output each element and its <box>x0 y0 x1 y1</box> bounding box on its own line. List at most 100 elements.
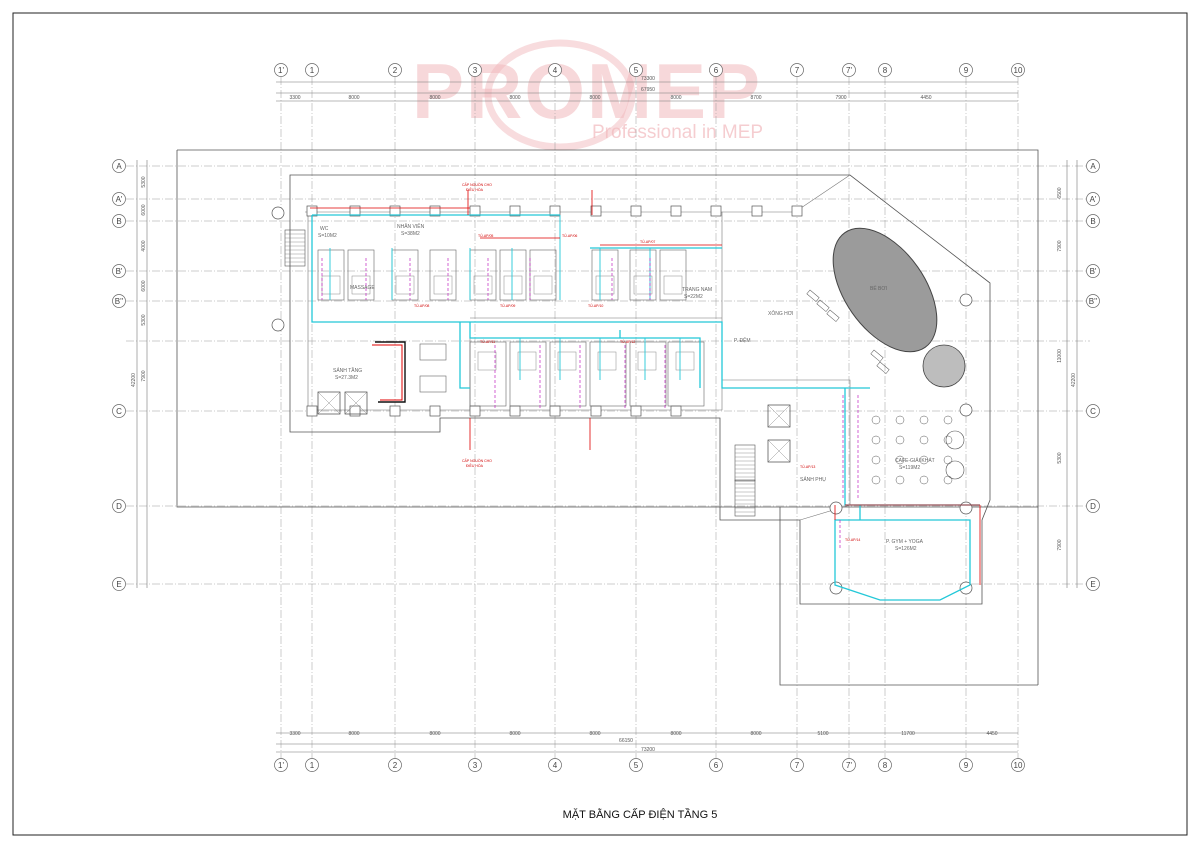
dim-bottom-span: 4450 <box>986 731 997 737</box>
room-labels: NHÂN VIÊN S=38M2 WC S=10M2 SẢNH TẦNG S=2… <box>318 222 935 552</box>
room-area-nhan-vien: S=38M2 <box>401 231 420 237</box>
dim-left-total: 42200 <box>131 373 137 387</box>
grid-bubble-col <box>274 758 288 772</box>
dim-left-span: 6000 <box>141 280 147 291</box>
dim-bottom-span: 8000 <box>670 731 681 737</box>
column <box>630 205 642 217</box>
dim-right-span: 7900 <box>1057 240 1063 251</box>
grid-label-col: 5 <box>634 66 639 75</box>
corridor-line <box>469 317 722 410</box>
grid-bubble-col <box>305 758 319 772</box>
massage-room <box>629 249 657 301</box>
grid-bubble-row <box>1086 159 1100 173</box>
cafe-table <box>943 475 953 485</box>
grid-label-col: 4 <box>553 66 558 75</box>
grid-bubble-col <box>468 63 482 77</box>
column <box>670 205 682 217</box>
cafe-table <box>871 455 881 465</box>
grid-bubble-row <box>112 214 126 228</box>
sheet-border <box>12 12 1188 836</box>
room-label-wc: WC <box>320 226 329 232</box>
note-tap-10: TỦ-AP/14 <box>845 537 860 542</box>
massage-room <box>667 341 705 407</box>
dim-left-span: 5300 <box>141 314 147 325</box>
note-tap-4: TỦ-AP/08 <box>414 303 429 308</box>
grid-bubble-row <box>1086 499 1100 513</box>
elevator <box>344 391 368 415</box>
massage-room <box>469 341 507 407</box>
cafe-table <box>943 455 953 465</box>
dim-bottom-span: 3300 <box>289 731 300 737</box>
dim-bottom-span: 8000 <box>509 731 520 737</box>
column <box>590 205 602 217</box>
grid-label-col: 1' <box>278 761 284 770</box>
pool-water <box>832 227 938 353</box>
room-layer <box>271 205 973 595</box>
note-tap-5: TỦ-AP/09 <box>500 303 515 308</box>
grid-label-col: 1' <box>278 66 284 75</box>
massage-bed <box>433 275 453 295</box>
column <box>349 205 361 217</box>
round-column <box>271 318 285 332</box>
massage-bed <box>517 351 537 371</box>
grid-bubble-col <box>1011 758 1025 772</box>
stair <box>284 229 306 267</box>
note-tap-6: TỦ-AP/10 <box>588 303 603 308</box>
grid-bubble-col <box>790 758 804 772</box>
dim-bottom-span: 8000 <box>589 731 600 737</box>
feeder-red <box>310 190 981 585</box>
watermark: PROMEP Professional in MEP <box>412 39 763 151</box>
dim-bottom-outer: 73200 <box>641 747 655 753</box>
grid-label-row: B'' <box>115 297 124 306</box>
pool <box>832 227 966 388</box>
grid-label-col: 10 <box>1014 66 1023 75</box>
column <box>349 405 361 417</box>
massage-room <box>659 249 687 301</box>
grid-bubble-col <box>629 758 643 772</box>
grid-bubble-col <box>790 63 804 77</box>
column <box>509 405 521 417</box>
massage-room <box>589 341 627 407</box>
grid-label-col: 5 <box>634 761 639 770</box>
grid-label-col: 7' <box>846 66 852 75</box>
tower-wall <box>722 174 851 521</box>
dim-bottom-inner: 66150 <box>619 738 633 744</box>
cafe-table <box>871 435 881 445</box>
dim-right-span: 5300 <box>1057 452 1063 463</box>
column <box>549 205 561 217</box>
column <box>590 405 602 417</box>
grid-label-col: 9 <box>964 761 969 770</box>
round-column <box>829 501 843 515</box>
room-label-trang-nam: TRANG NAM <box>682 287 712 293</box>
dim-left-span: 5300 <box>141 176 147 187</box>
massage-room <box>429 249 457 301</box>
massage-bed <box>663 275 683 295</box>
elevator <box>767 404 791 428</box>
dim-top-span: 8000 <box>589 95 600 101</box>
note-tap-9: TỦ-AP/13 <box>800 464 815 469</box>
cafe-table <box>919 435 929 445</box>
grid-label-row: A' <box>1090 195 1097 204</box>
dim-right-span: 11000 <box>1057 349 1063 363</box>
riser-red <box>372 344 403 401</box>
grid-label-col: 7 <box>795 761 800 770</box>
note-tap-8: TỦ-AP/12 <box>620 339 635 344</box>
room-label-sanh-tang: SẢNH TẦNG <box>333 367 362 374</box>
grid-label-row: B'' <box>1089 297 1098 306</box>
cafe-table <box>943 435 953 445</box>
dim-top-span: 8000 <box>670 95 681 101</box>
massage-bed <box>595 275 615 295</box>
dim-top-span: 7900 <box>835 95 846 101</box>
lobby-sofa <box>419 343 447 361</box>
grid-bubble-col <box>629 63 643 77</box>
note-cap-3: CẤP NGUỒN CHO <box>462 458 492 463</box>
grid-bubble-row <box>112 192 126 206</box>
grid-label-col: 2 <box>393 761 398 770</box>
cable-tray-branches <box>329 215 681 380</box>
grid-bubble-col <box>1011 63 1025 77</box>
pool-lounger <box>876 361 890 374</box>
electrical-layer <box>310 190 981 601</box>
massage-bed <box>321 275 341 295</box>
grid-bubble-col <box>548 758 562 772</box>
